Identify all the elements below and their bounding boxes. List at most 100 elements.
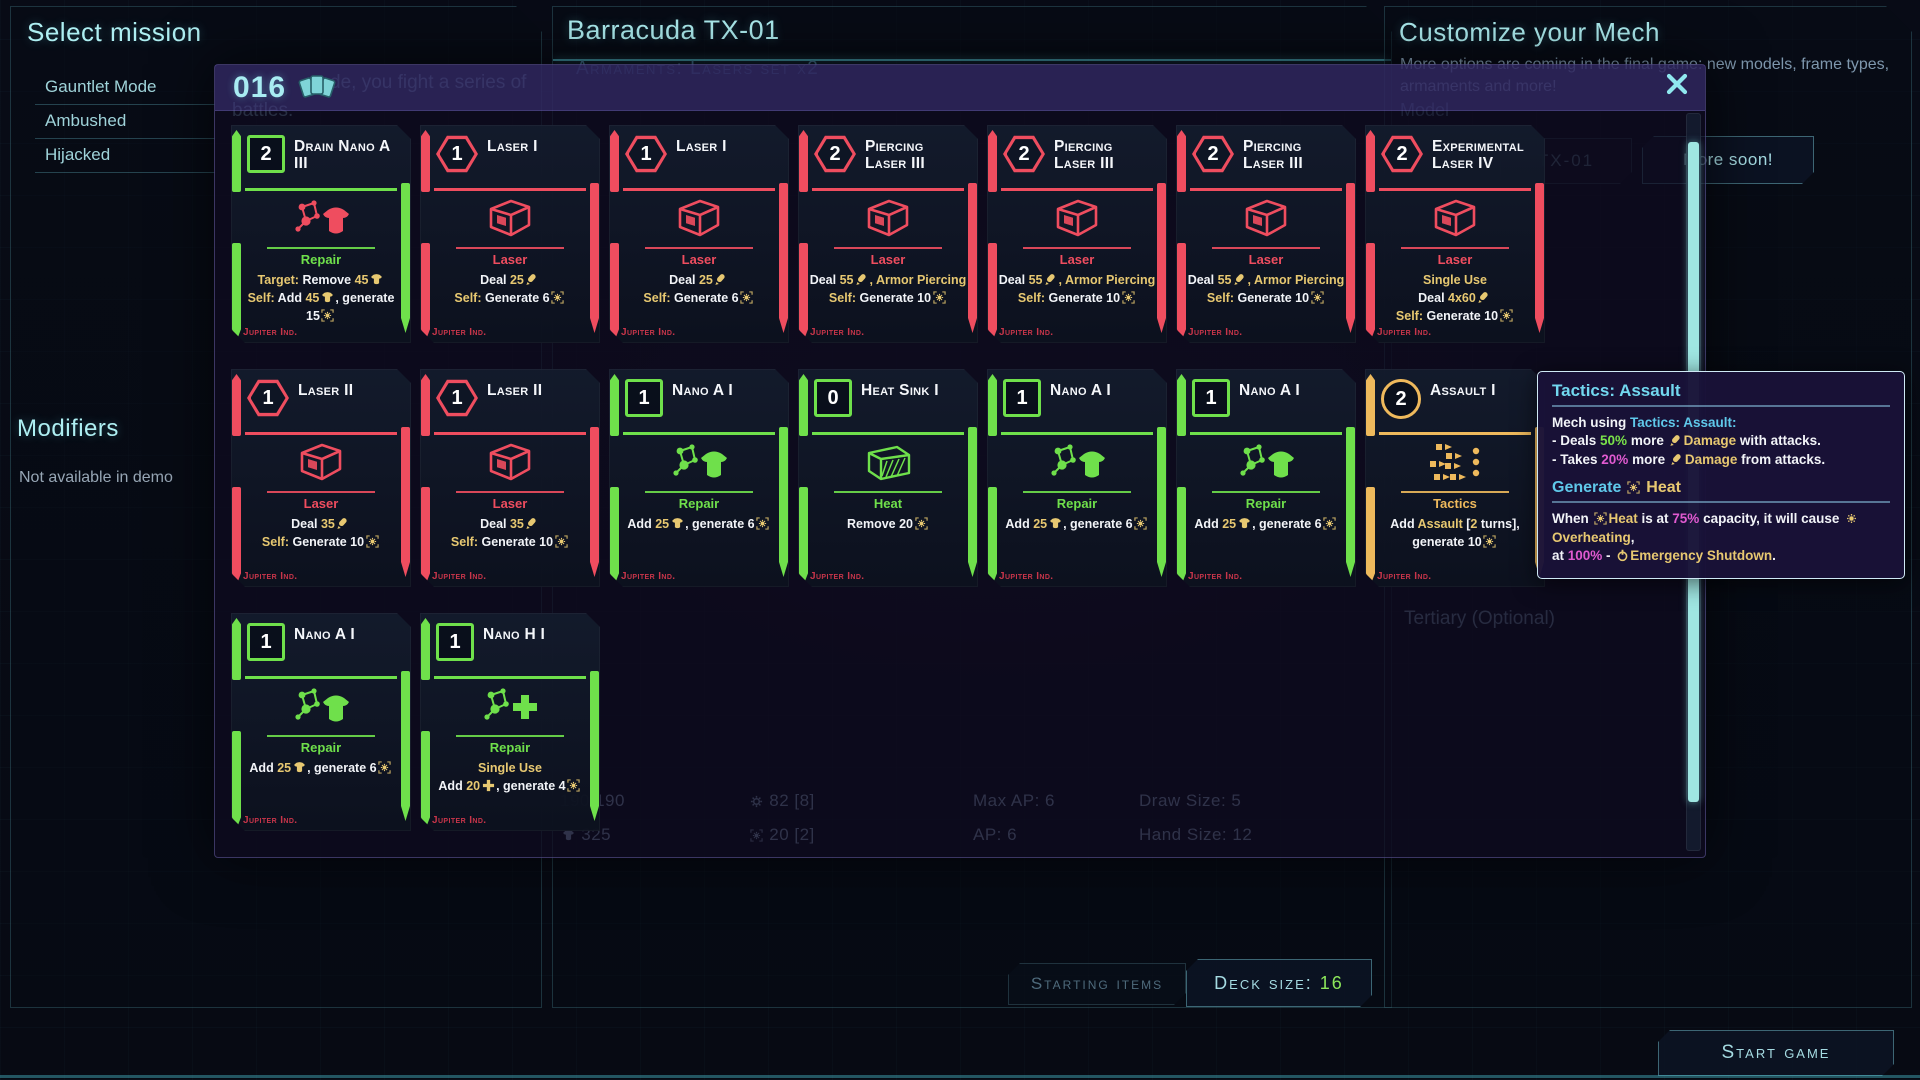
card-divider [812, 432, 964, 435]
card-effect-text: Add 25, generate 6 [609, 515, 789, 533]
damage-icon [1670, 435, 1680, 447]
card-divider [1401, 247, 1509, 249]
mission-item-gauntlet-mode[interactable]: Gauntlet Mode [35, 71, 215, 105]
tooltip-line: at 100% - Emergency Shutdown. [1552, 547, 1890, 566]
card-manufacturer: Jupiter Ind. [432, 815, 487, 826]
text-segment: capacity, it will cause [1699, 510, 1844, 526]
card-accent-bar [1177, 374, 1186, 436]
text-segment: . [1772, 548, 1776, 564]
card-title: Laser I [487, 138, 538, 155]
card-accent-bar [1366, 374, 1375, 436]
text-segment: , [1630, 529, 1635, 545]
heat-icon [915, 517, 928, 530]
text-segment: Self: [643, 291, 674, 306]
text-segment: [ [1466, 517, 1471, 531]
card-cost-badge: 1 [625, 379, 663, 417]
text-segment: Deal [1418, 291, 1449, 306]
card-divider [456, 247, 564, 249]
card-effect-line: Deal 55, Armor Piercing [995, 271, 1159, 289]
card-cost-badge: 1 [247, 623, 285, 661]
card-manufacturer: Jupiter Ind. [432, 327, 487, 338]
text-segment: 100% [1567, 548, 1603, 564]
laser-icon [987, 191, 1167, 247]
card-effect-line: Deal 35 [239, 515, 403, 533]
text-segment: 55 [1217, 273, 1232, 287]
modifiers-title: Modifiers [17, 415, 119, 442]
text-segment: , Armor Piercing [1058, 273, 1156, 287]
card-effect-text: Remove 20 [798, 515, 978, 533]
card-accent-bar [1346, 183, 1355, 333]
text-segment: Heat [1641, 479, 1681, 497]
heat-icon [1594, 511, 1607, 525]
text-segment: Target: [257, 273, 303, 287]
card-manufacturer: Jupiter Ind. [999, 571, 1054, 582]
text-segment: 2 [1470, 517, 1478, 531]
text-segment: Self: [1395, 309, 1427, 324]
card-divider [456, 735, 564, 737]
text-segment: Self: [454, 291, 485, 306]
text-segment: 25 [655, 517, 670, 531]
card-cost-badge: 2 [1381, 135, 1423, 173]
card-manufacturer: Jupiter Ind. [1188, 571, 1243, 582]
card-effect-line: Self: Generate 10 [995, 289, 1159, 307]
heat-icon [1122, 291, 1135, 304]
text-segment: Generate 6 [484, 291, 550, 306]
card-type-label: Laser [492, 252, 528, 267]
close-button[interactable] [1661, 70, 1693, 102]
card-accent-bar [421, 130, 430, 192]
start-game-button[interactable]: Start game [1658, 1030, 1894, 1076]
text-segment: 55 [839, 273, 854, 287]
card-title: Nano A I [1239, 382, 1300, 399]
tooltip-line: - Deals 50% more Damage with attacks. [1552, 432, 1890, 451]
tooltip-heat-body: When Heat is at 75% capacity, it will ca… [1552, 510, 1890, 567]
card-accent-bar [799, 374, 808, 436]
card-effect-line: Single Use [1373, 271, 1537, 289]
card-divider [623, 432, 775, 435]
card-cost-badge: 2 [1192, 135, 1234, 173]
text-segment: When [1552, 510, 1593, 526]
card-type-label: Laser [303, 496, 339, 511]
card-cost-badge: 1 [625, 135, 667, 173]
damage-icon [1671, 454, 1681, 466]
card-divider [434, 432, 586, 435]
mission-item-ambushed[interactable]: Ambushed [35, 105, 215, 139]
armor-icon [293, 761, 306, 774]
card-divider [1023, 491, 1131, 493]
card-effect-line: Deal 55, Armor Piercing [806, 271, 970, 289]
card-title: Laser I [676, 138, 727, 155]
mission-item-hijacked[interactable]: Hijacked [35, 139, 215, 173]
heat-icon [378, 761, 391, 774]
card-cost-badge: 1 [247, 379, 289, 417]
card-accent-bar [590, 183, 599, 333]
card-divider [245, 188, 397, 191]
heal-icon [482, 779, 495, 792]
card-effect-line: Add 25, generate 6 [995, 515, 1159, 533]
card-effect-line: Self: Generate 10 [806, 289, 970, 307]
starting-items-button[interactable]: Starting items [1008, 963, 1186, 1005]
deck-size-button[interactable]: Deck size: 16 [1186, 959, 1372, 1007]
card-accent-bar [1366, 487, 1375, 585]
card-cost-badge: 1 [436, 379, 478, 417]
card-manufacturer: Jupiter Ind. [1188, 327, 1243, 338]
text-segment: 75% [1672, 510, 1700, 526]
text-segment: 45 [354, 273, 369, 287]
card-title: Nano A I [1050, 382, 1111, 399]
